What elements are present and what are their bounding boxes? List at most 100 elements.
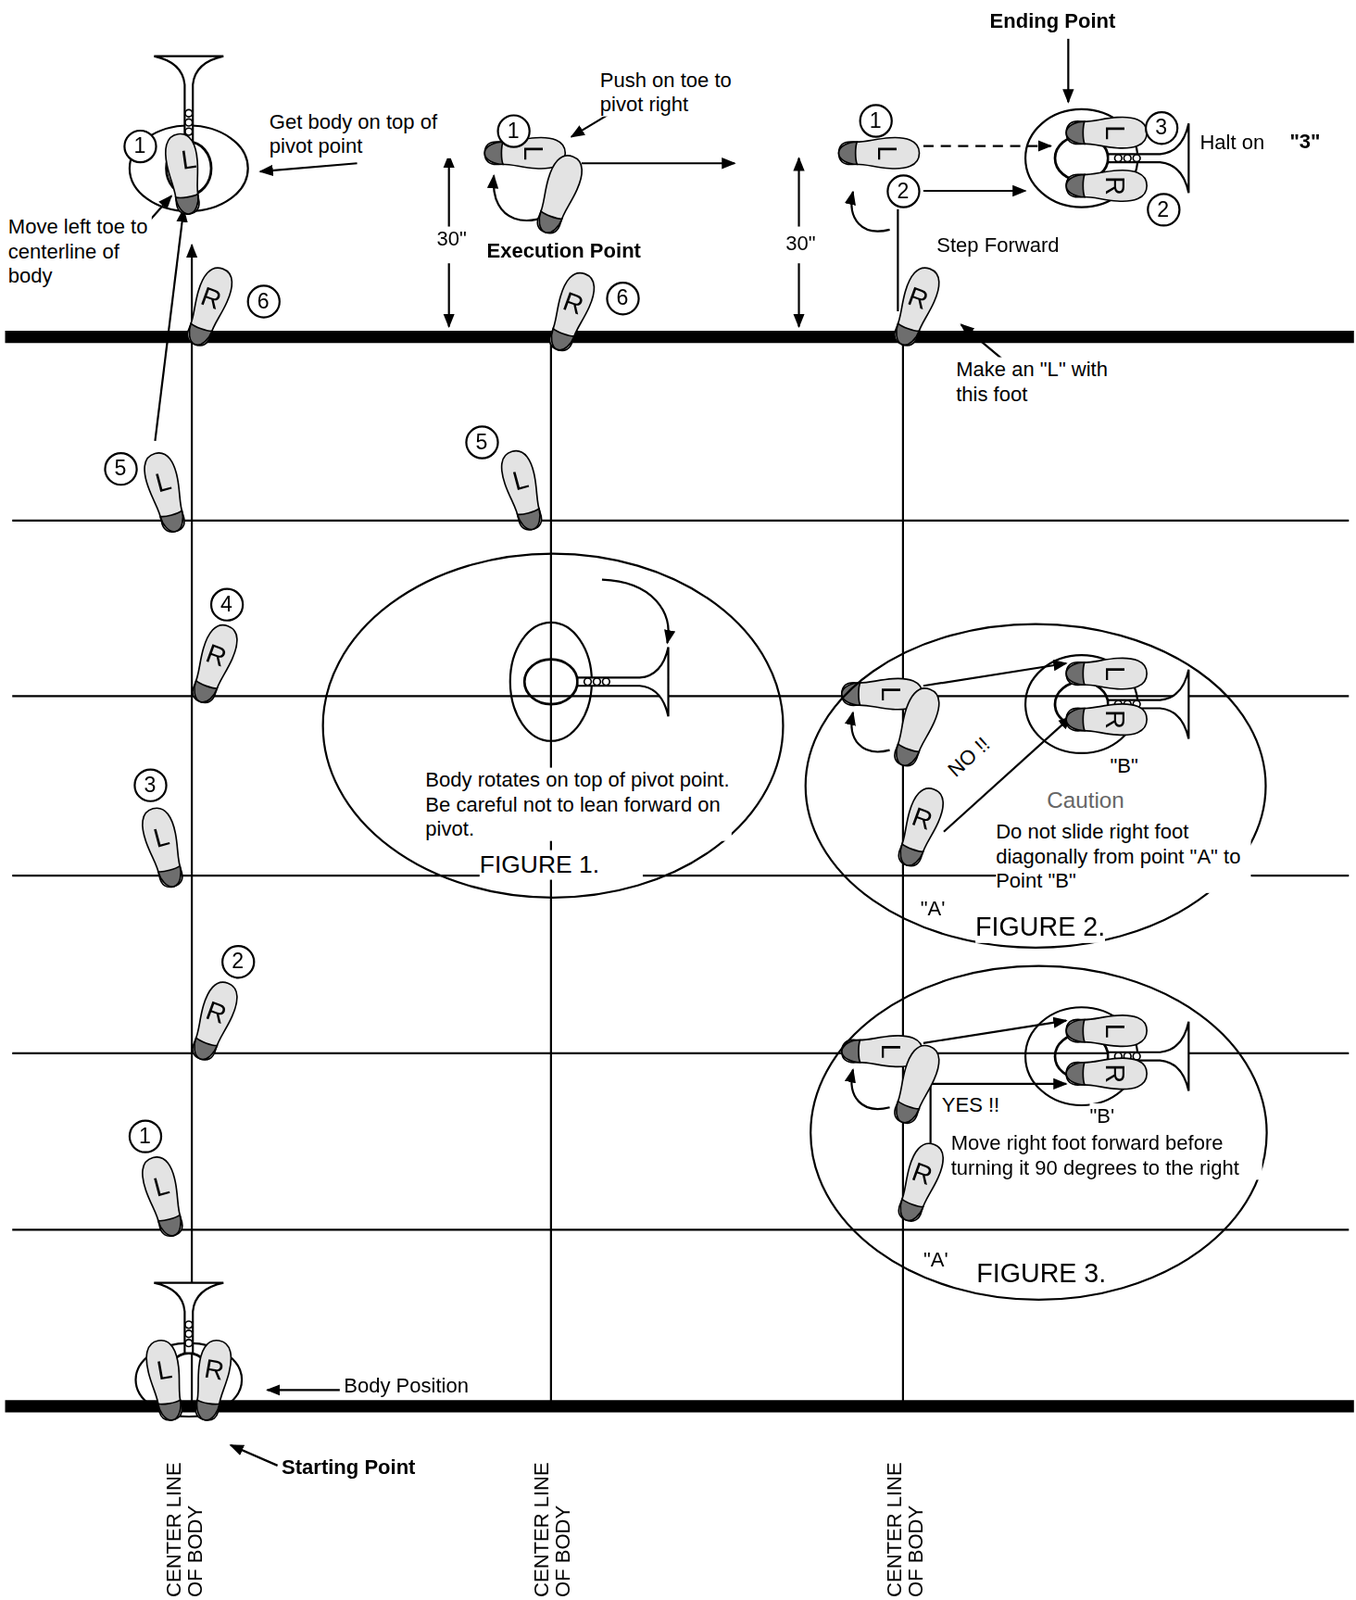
callout-number: 4 [220, 590, 233, 617]
heel [160, 510, 188, 534]
callout-circle: 6 [246, 284, 280, 318]
callout-number: 5 [476, 428, 489, 455]
callout-circle: 1 [123, 128, 157, 163]
sole [189, 1337, 235, 1423]
heel [158, 866, 186, 890]
heel [838, 141, 857, 164]
callout-circle: 3 [133, 767, 167, 802]
heel [546, 328, 575, 354]
note-label: Move left toe to centerline of body [8, 213, 151, 288]
footprint [138, 803, 189, 891]
sole [542, 268, 600, 355]
valve [584, 678, 592, 686]
callout-number: 3 [143, 771, 156, 798]
heel [895, 1198, 924, 1224]
player-figure [1025, 654, 1189, 754]
heel [534, 211, 563, 237]
footprint [1066, 657, 1147, 689]
player-figures [129, 56, 1189, 1417]
callout-number: 1 [507, 117, 520, 144]
foot-letter: R [1102, 709, 1130, 729]
figure-ellipse: NO !!"B"CautionDo not slide right foot d… [803, 622, 1268, 950]
callout-number: 1 [133, 133, 146, 160]
foot-letter: L [520, 145, 548, 161]
sole [138, 1153, 189, 1240]
figure-ellipse: Body rotates on top of pivot point. Be c… [321, 552, 785, 900]
foot-letter: L [877, 1043, 904, 1059]
valve [1114, 154, 1122, 163]
footprint [163, 131, 205, 216]
note-label: Step Forward [936, 232, 1059, 257]
ellipse [323, 553, 784, 898]
ellipse-outline [803, 622, 1268, 950]
footprint [838, 138, 919, 169]
heel [194, 1399, 220, 1422]
sole [1066, 703, 1147, 735]
callout-number: 2 [896, 177, 909, 204]
heel [1066, 121, 1085, 144]
sole [891, 1139, 949, 1226]
callout-number: 2 [231, 948, 244, 975]
foot-letter: L [1102, 125, 1130, 140]
figure-text: Move right foot forward before turning i… [951, 1130, 1263, 1181]
callout-circle: 5 [103, 451, 138, 485]
foot-letter: L [1102, 1023, 1130, 1039]
heel [158, 1214, 186, 1238]
footprint [186, 620, 243, 707]
note-label: Starting Point [281, 1454, 415, 1479]
valve [593, 678, 602, 686]
callout-number: 1 [869, 107, 882, 134]
yard-lines [5, 337, 1355, 1407]
sole [1066, 1057, 1147, 1089]
footprint [139, 449, 191, 536]
heel [189, 680, 218, 706]
ellipse [805, 624, 1267, 948]
figure-text: "B' [1089, 1103, 1115, 1128]
footprint [180, 263, 238, 350]
heel [891, 743, 920, 769]
sole [1066, 657, 1147, 689]
heel [891, 1101, 920, 1127]
foot-letter: L [1102, 665, 1130, 681]
callout-circle: 2 [886, 174, 920, 208]
note-label: Get body on top of pivot point [269, 109, 453, 159]
foot-letter: R [1102, 175, 1130, 196]
heel [189, 1037, 218, 1063]
ellipse [810, 966, 1267, 1300]
valve [185, 1339, 193, 1347]
heel [1066, 662, 1085, 685]
sole [180, 263, 238, 350]
callout-circle: 1 [858, 103, 892, 138]
heel [841, 1040, 861, 1063]
footprint [189, 1337, 235, 1423]
sole [186, 620, 243, 707]
footprint [138, 1153, 189, 1240]
footprint [1066, 1057, 1147, 1089]
note-label: Halt on [1199, 129, 1265, 154]
player-figure [1025, 1006, 1189, 1105]
sole [891, 783, 949, 870]
callout-circle: 5 [464, 425, 499, 459]
figure-text: Body rotates on top of pivot point. Be c… [425, 766, 731, 841]
footprint [891, 783, 949, 870]
valve [185, 1320, 193, 1329]
heel [1066, 1062, 1085, 1085]
note-label: Body Position [343, 1372, 469, 1397]
footprint [891, 1139, 949, 1226]
callout-number: 2 [1156, 196, 1169, 223]
footprint [1066, 703, 1147, 735]
leader-arrows [113, 38, 1071, 1466]
valve [185, 127, 193, 136]
ellipse-outline [321, 552, 785, 900]
callout-number: 6 [257, 288, 270, 314]
figure-text: "A' [923, 1246, 949, 1271]
note-label: 30" [785, 230, 816, 255]
player-figure [510, 622, 669, 741]
note-label: Ending Point [990, 8, 1117, 33]
foot-letter: L [877, 686, 904, 702]
note-label: Make an "L" with this foot [955, 357, 1140, 407]
heel [841, 682, 861, 705]
figure-text: Caution [1046, 787, 1125, 815]
footprint [1066, 170, 1147, 201]
